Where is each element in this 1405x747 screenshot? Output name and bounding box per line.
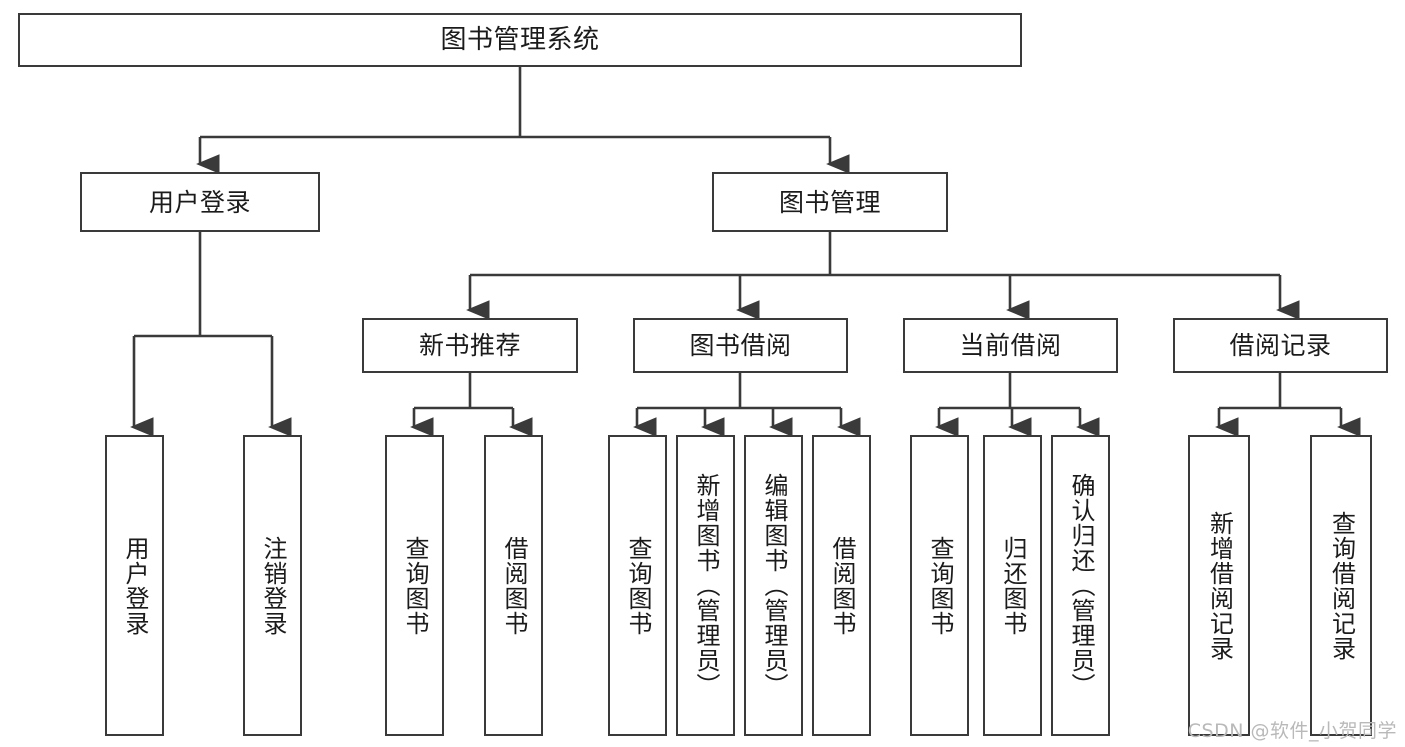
leaf-add-borrow-record-label: 新增借阅记录 bbox=[1205, 510, 1234, 661]
leaf-borrow-book-label: 借阅图书 bbox=[827, 535, 856, 636]
leaf-user-login[interactable]: 用户登录 bbox=[105, 435, 164, 736]
leaf-logout[interactable]: 注销登录 bbox=[243, 435, 302, 736]
leaf-query-book-current[interactable]: 查询图书 bbox=[910, 435, 969, 736]
node-current-borrow-label: 当前借阅 bbox=[959, 331, 1062, 360]
leaf-query-borrow-record[interactable]: 查询借阅记录 bbox=[1310, 435, 1372, 736]
leaf-add-borrow-record[interactable]: 新增借阅记录 bbox=[1188, 435, 1250, 736]
node-current-borrow[interactable]: 当前借阅 bbox=[903, 318, 1118, 373]
node-book-borrow[interactable]: 图书借阅 bbox=[633, 318, 848, 373]
node-book-borrow-label: 图书借阅 bbox=[689, 331, 792, 360]
node-book-management[interactable]: 图书管理 bbox=[712, 172, 948, 232]
leaf-borrow-book-recommend[interactable]: 借阅图书 bbox=[484, 435, 543, 736]
leaf-confirm-return-admin-label: 确认归还（管理员） bbox=[1066, 473, 1095, 698]
node-root-label: 图书管理系统 bbox=[440, 25, 600, 55]
leaf-user-login-label: 用户登录 bbox=[120, 535, 149, 636]
node-user-login[interactable]: 用户登录 bbox=[80, 172, 320, 232]
node-user-login-label: 用户登录 bbox=[148, 187, 251, 217]
node-new-book-recommend-label: 新书推荐 bbox=[418, 331, 521, 360]
leaf-query-book-current-label: 查询图书 bbox=[925, 535, 954, 636]
leaf-add-book-admin-label: 新增图书（管理员） bbox=[691, 473, 720, 698]
leaf-query-book-borrow-label: 查询图书 bbox=[623, 535, 652, 636]
leaf-query-borrow-record-label: 查询借阅记录 bbox=[1327, 510, 1356, 661]
node-borrow-record-label: 借阅记录 bbox=[1229, 331, 1332, 360]
node-root[interactable]: 图书管理系统 bbox=[18, 13, 1022, 67]
leaf-query-book-recommend[interactable]: 查询图书 bbox=[385, 435, 444, 736]
leaf-confirm-return-admin[interactable]: 确认归还（管理员） bbox=[1051, 435, 1110, 736]
node-book-management-label: 图书管理 bbox=[778, 187, 881, 217]
leaf-query-book-recommend-label: 查询图书 bbox=[400, 535, 429, 636]
leaf-logout-label: 注销登录 bbox=[258, 535, 287, 636]
leaf-add-book-admin[interactable]: 新增图书（管理员） bbox=[676, 435, 735, 736]
leaf-return-book[interactable]: 归还图书 bbox=[983, 435, 1042, 736]
leaf-edit-book-admin[interactable]: 编辑图书（管理员） bbox=[744, 435, 803, 736]
leaf-return-book-label: 归还图书 bbox=[998, 535, 1027, 636]
leaf-borrow-book[interactable]: 借阅图书 bbox=[812, 435, 871, 736]
leaf-borrow-book-recommend-label: 借阅图书 bbox=[499, 535, 528, 636]
node-new-book-recommend[interactable]: 新书推荐 bbox=[362, 318, 578, 373]
node-borrow-record[interactable]: 借阅记录 bbox=[1173, 318, 1388, 373]
leaf-query-book-borrow[interactable]: 查询图书 bbox=[608, 435, 667, 736]
leaf-edit-book-admin-label: 编辑图书（管理员） bbox=[759, 473, 788, 698]
csdn-watermark: CSDN @软件_小贺同学 bbox=[1187, 720, 1397, 742]
